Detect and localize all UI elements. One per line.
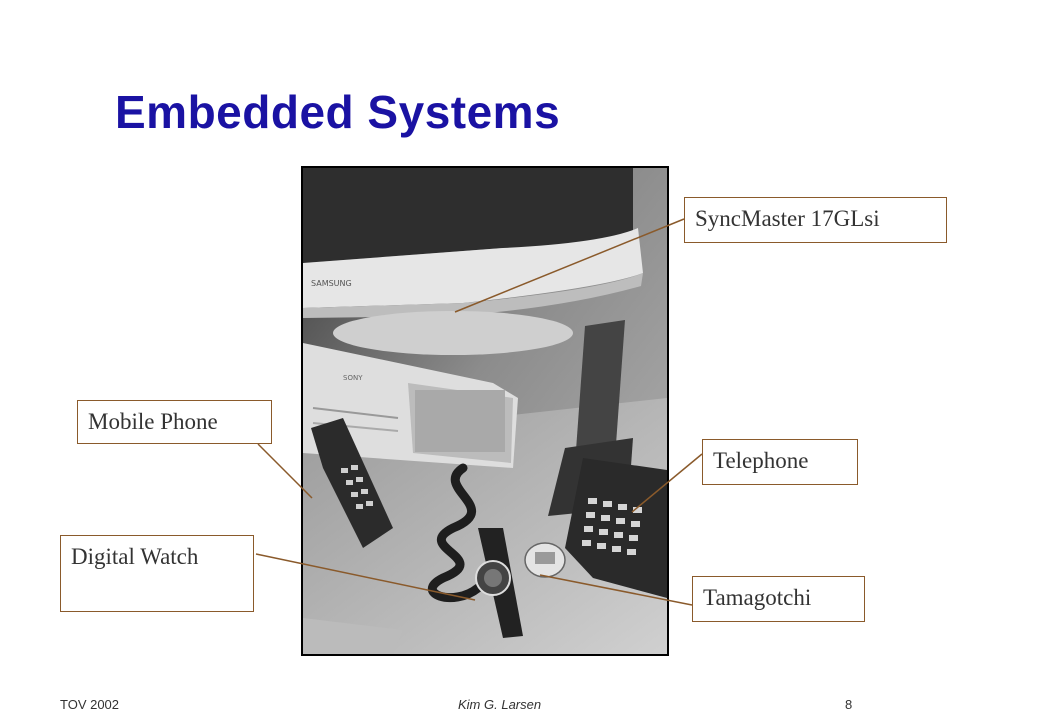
callout-tamagotchi-label: Tamagotchi bbox=[703, 585, 812, 610]
callout-mobile-phone: Mobile Phone bbox=[77, 400, 272, 444]
footer-page-number: 8 bbox=[845, 697, 853, 712]
footer-author: Kim G. Larsen bbox=[458, 697, 542, 712]
svg-text:SAMSUNG: SAMSUNG bbox=[311, 279, 352, 288]
callout-telephone-label: Telephone bbox=[713, 448, 809, 473]
slide-title: Embedded Systems bbox=[115, 86, 561, 138]
callout-digital-watch: Digital Watch bbox=[60, 535, 254, 612]
svg-text:SONY: SONY bbox=[343, 374, 363, 382]
callout-digital-watch-label: Digital Watch bbox=[71, 544, 199, 569]
callout-syncmaster: SyncMaster 17GLsi bbox=[684, 197, 947, 243]
callout-telephone: Telephone bbox=[702, 439, 858, 485]
callout-syncmaster-label: SyncMaster 17GLsi bbox=[695, 206, 880, 231]
callout-mobile-phone-label: Mobile Phone bbox=[88, 409, 218, 434]
callout-tamagotchi: Tamagotchi bbox=[692, 576, 865, 622]
footer-course: TOV 2002 bbox=[60, 697, 120, 712]
embedded-devices-photo: SAMSUNG SONY bbox=[301, 166, 669, 656]
